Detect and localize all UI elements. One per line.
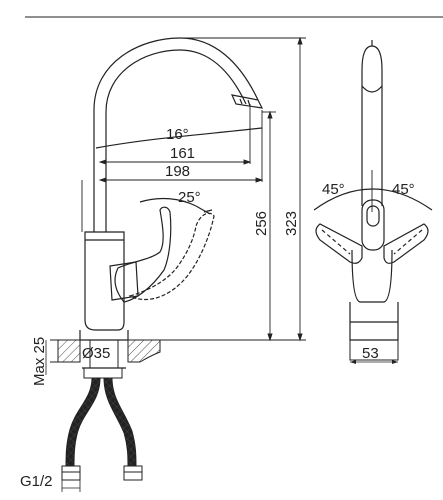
label-reach-total: 198	[165, 163, 190, 180]
label-side-angle-right: 45°	[392, 181, 415, 198]
label-side-angle-left: 45°	[322, 181, 345, 198]
side-lever-right	[383, 223, 429, 264]
label-thread: G1/2	[20, 473, 53, 490]
front-dimensions	[81, 36, 306, 342]
label-hole-diameter: Ø35	[82, 345, 110, 362]
lever-base	[109, 261, 139, 301]
spout-inner	[105, 49, 247, 232]
faucet-body	[84, 231, 125, 331]
side-body	[351, 249, 393, 303]
countertop	[45, 339, 161, 379]
dimension-labels: 16° 161 198 25° 256 323 45° 45° 53 Ø35 M…	[20, 126, 415, 490]
lever-open	[128, 212, 215, 301]
body-base	[79, 330, 129, 341]
label-base-width: 53	[362, 345, 379, 362]
lever-handle	[114, 206, 172, 303]
supply-hoses	[61, 377, 143, 492]
label-spout-angle: 16°	[166, 126, 189, 143]
label-reach-inner: 161	[170, 145, 195, 162]
label-lever-angle: 25°	[178, 189, 201, 206]
side-view	[313, 40, 433, 364]
label-height-total: 323	[283, 211, 300, 236]
side-lever-left	[315, 223, 363, 264]
label-height-outlet: 256	[253, 211, 270, 236]
label-max-deck: Max 25	[31, 337, 48, 386]
front-view	[79, 37, 264, 341]
spout-outer	[93, 37, 259, 232]
aerator	[230, 94, 264, 109]
